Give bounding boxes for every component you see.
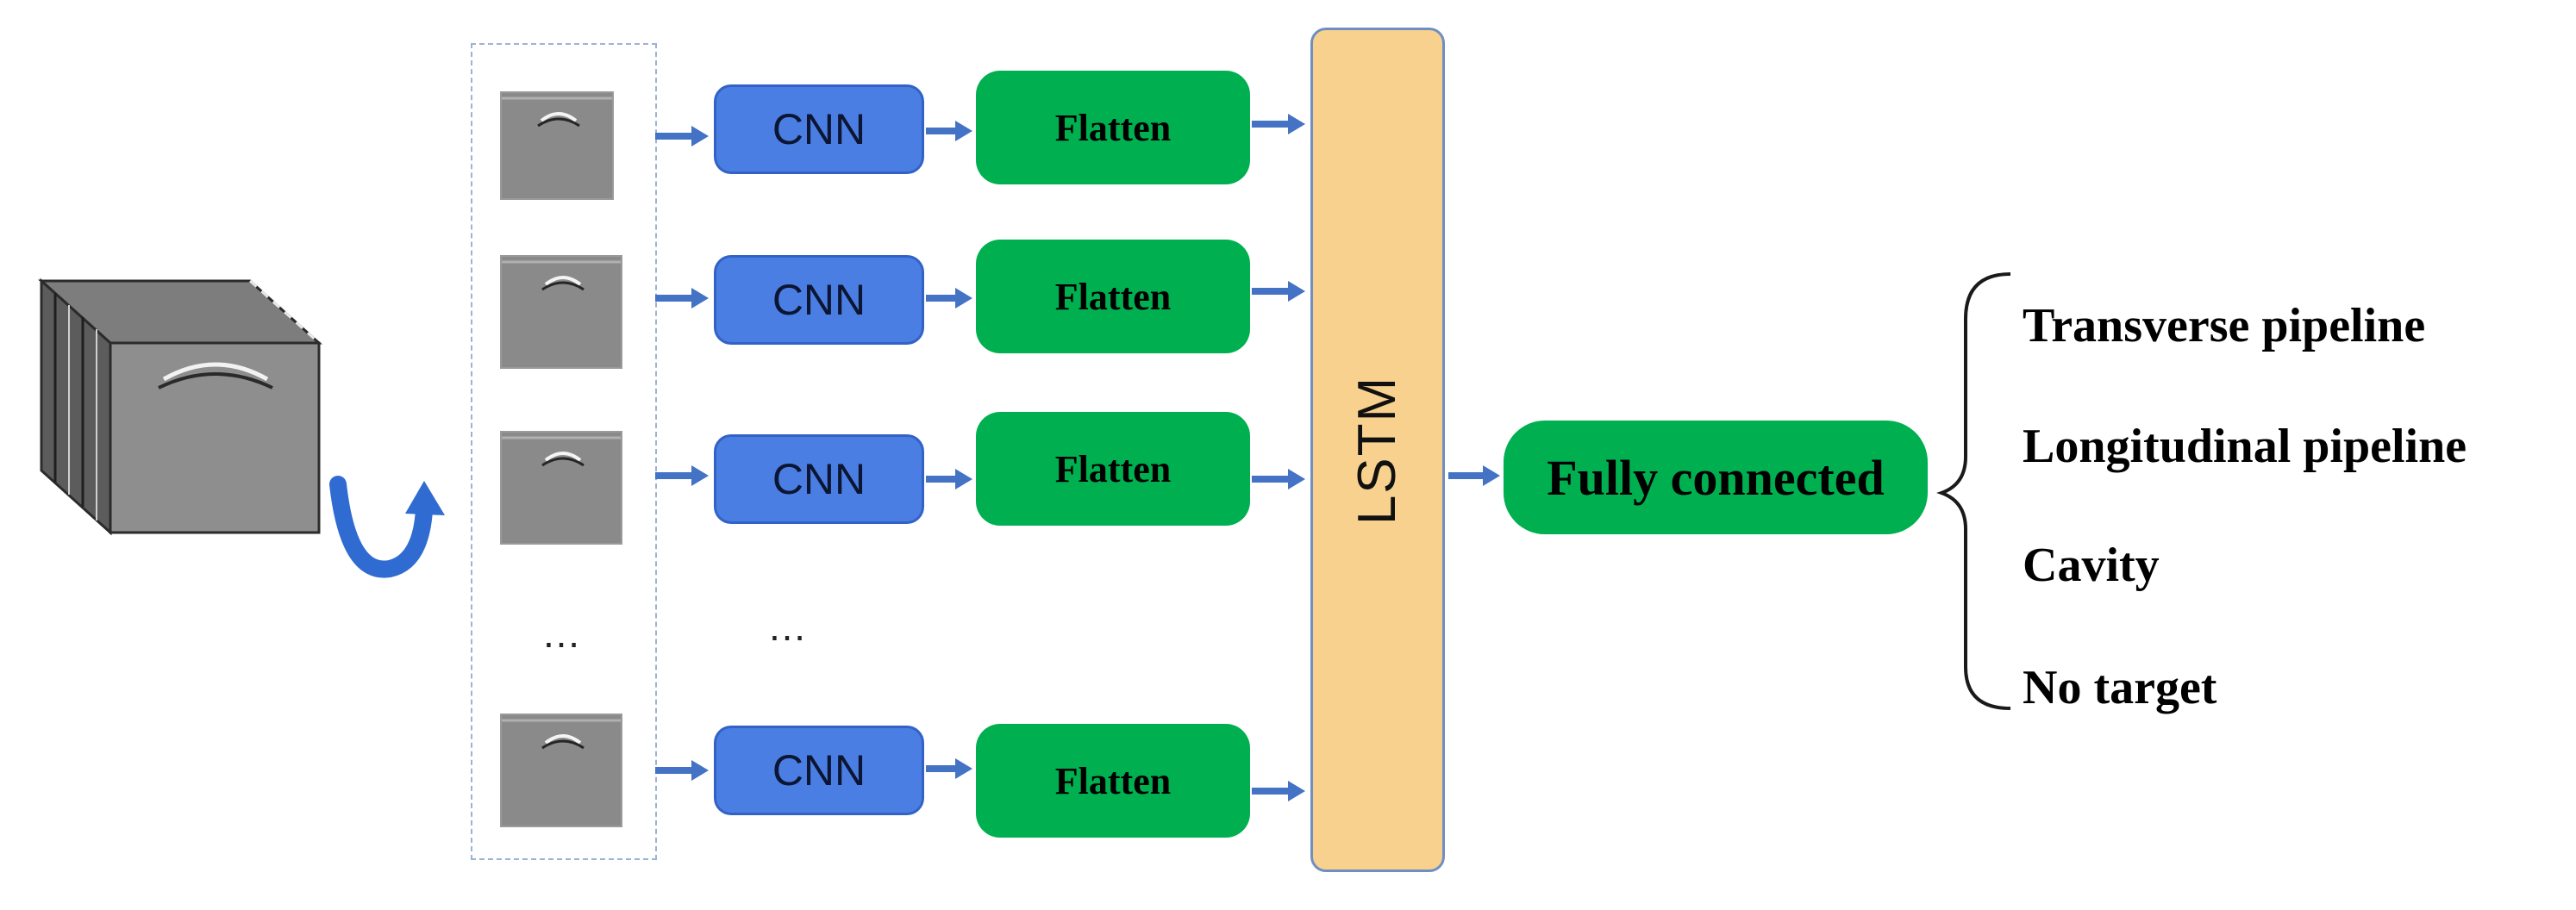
cnn-block-1: CNN [714,84,924,174]
arrow-cnn-to-flatten-1 [926,121,972,141]
fully-connected-block: Fully connected [1504,421,1928,534]
flatten-block-2: Flatten [976,240,1250,353]
cnn-ellipsis: … [767,604,812,649]
gpr-volume-cube-icon [34,276,328,543]
arrow-frame-to-cnn-4 [655,760,709,781]
arrow-flatten-to-lstm-3 [1252,469,1305,489]
output-class-1: Transverse pipeline [2023,299,2426,352]
arrow-lstm-to-fc [1448,465,1500,486]
frames-ellipsis: … [541,611,586,656]
gpr-bscan-thumbnail-icon [500,714,622,827]
flatten-block-3: Flatten [976,412,1250,526]
output-class-4: No target [2023,661,2217,714]
arrow-frame-to-cnn-2 [655,288,709,309]
arrow-flatten-to-lstm-4 [1252,781,1305,801]
cnn-block-3: CNN [714,434,924,524]
curly-brace-icon [1936,272,2011,710]
arrow-flatten-to-lstm-2 [1252,281,1305,302]
cnn-block-2: CNN [714,255,924,345]
output-class-2: Longitudinal pipeline [2023,420,2467,473]
arrow-cnn-to-flatten-3 [926,469,972,489]
cnn-block-4: CNN [714,726,924,815]
arrow-flatten-to-lstm-1 [1252,114,1305,134]
frame-sequence-group [471,43,657,860]
arrow-frame-to-cnn-1 [655,126,709,146]
rotation-arrow-icon [329,476,445,578]
flatten-block-1: Flatten [976,71,1250,184]
output-class-3: Cavity [2023,539,2160,592]
gpr-bscan-thumbnail-icon [500,431,622,545]
lstm-block: LSTM [1310,28,1445,872]
arrow-cnn-to-flatten-4 [926,758,972,779]
gpr-bscan-thumbnail-icon [500,255,622,369]
lstm-label: LSTM [1347,375,1408,525]
arrow-frame-to-cnn-3 [655,465,709,486]
flatten-block-4: Flatten [976,724,1250,838]
arrow-cnn-to-flatten-2 [926,288,972,309]
gpr-bscan-thumbnail-icon [500,91,614,200]
